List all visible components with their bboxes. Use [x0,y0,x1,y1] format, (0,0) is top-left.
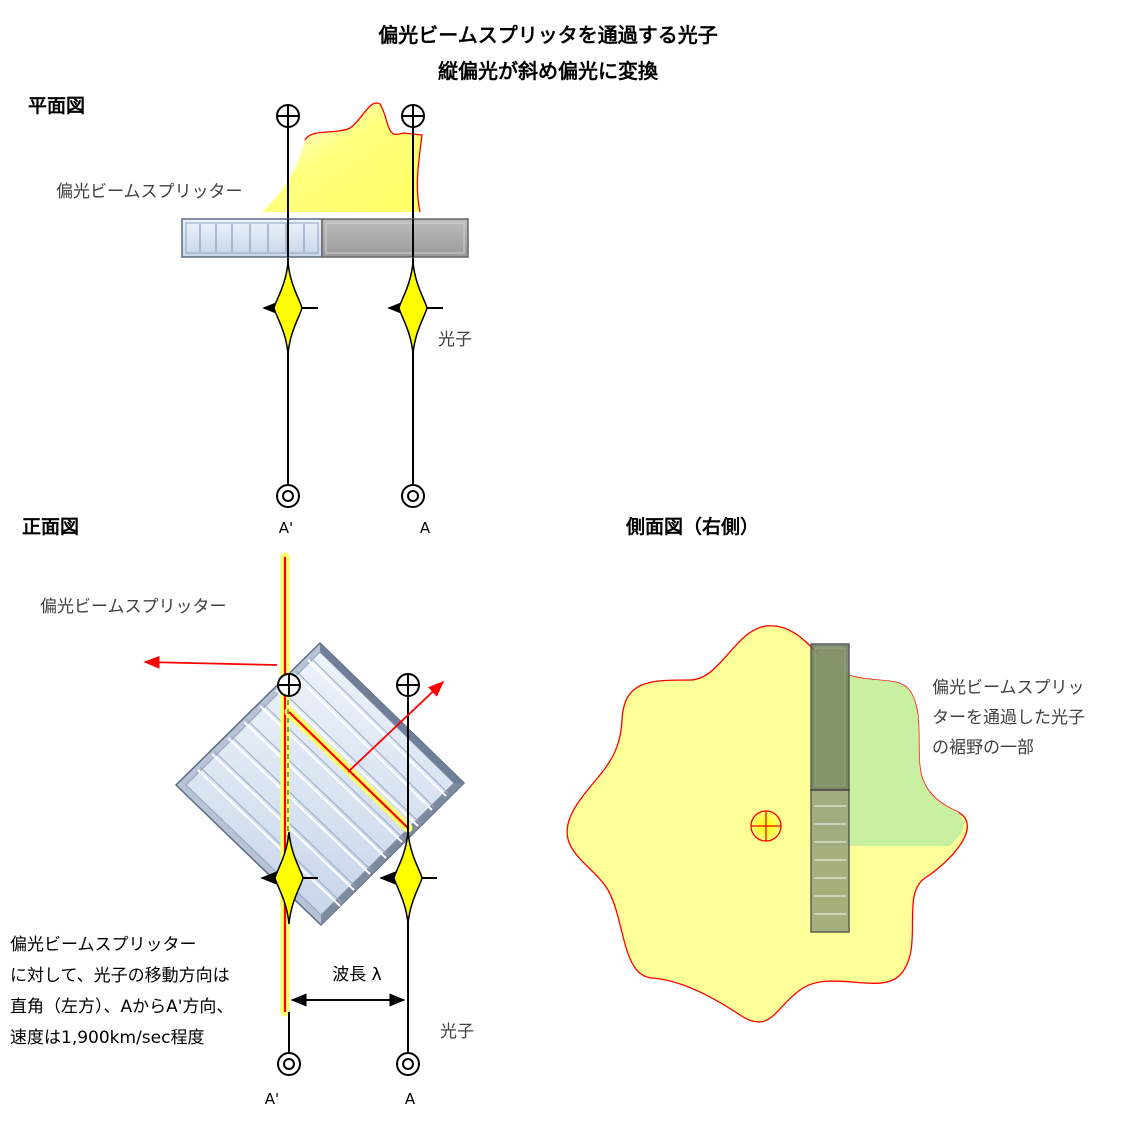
plan-photon-cloud [262,102,422,212]
front-cross-marker-a-prime [277,673,301,697]
plan-photon-cloud-edge [304,102,423,213]
plan-dot-marker-a [401,484,425,508]
front-dot-marker-a [396,1052,420,1076]
front-point-a: A [405,1090,416,1108]
main-title: 偏光ビームスプリッタを通過する光子 [378,23,717,47]
front-photon-path [280,552,413,1017]
plan-photon-a [387,261,443,355]
plan-point-a-prime: A' [279,519,293,537]
front-view-heading: 正面図 [22,516,79,538]
front-photon-a [379,831,437,925]
side-green-region [812,650,964,846]
side-note-line1: 偏光ビームスプリッ [932,678,1085,698]
front-red-arrow-left [143,655,278,669]
plan-cross-marker-a [401,104,425,128]
plan-view-heading: 平面図 [28,95,85,117]
side-note-line3: の裾野の一部 [932,738,1034,758]
front-red-arrow-diagonal [347,680,445,773]
front-photon-a-prime [260,831,318,925]
front-splitter-label: 偏光ビームスプリッター [40,597,227,617]
front-cross-marker-a [396,673,420,697]
plan-photon-a-prime [262,261,318,355]
front-motion-note-line3: 直角（左方）、AからA'方向、 [10,997,233,1017]
plan-point-a: A [420,519,431,537]
side-note-line2: ターを通過した光子 [932,708,1085,728]
front-point-a-prime: A' [265,1090,279,1108]
plan-photon-label: 光子 [438,330,472,350]
front-motion-note-line1: 偏光ビームスプリッター [10,935,197,955]
plan-cross-marker-a-prime [276,104,300,128]
side-center-marker [748,808,784,844]
side-view-heading: 側面図（右側） [625,515,759,538]
main-subtitle: 縦偏光が斜め偏光に変換 [438,59,659,83]
side-beam-splitter [810,643,850,933]
front-dot-marker-a-prime [277,1052,301,1076]
front-motion-note-line4: 速度は1,900km/sec程度 [10,1028,204,1048]
plan-beam-splitter [181,218,469,258]
plan-splitter-label: 偏光ビームスプリッター [56,182,243,202]
front-motion-note-line2: に対して、光子の移動方向は [10,966,230,986]
front-wavelength-label: 波長 λ [332,965,381,985]
front-photon-label: 光子 [440,1022,474,1042]
plan-dot-marker-a-prime [276,484,300,508]
